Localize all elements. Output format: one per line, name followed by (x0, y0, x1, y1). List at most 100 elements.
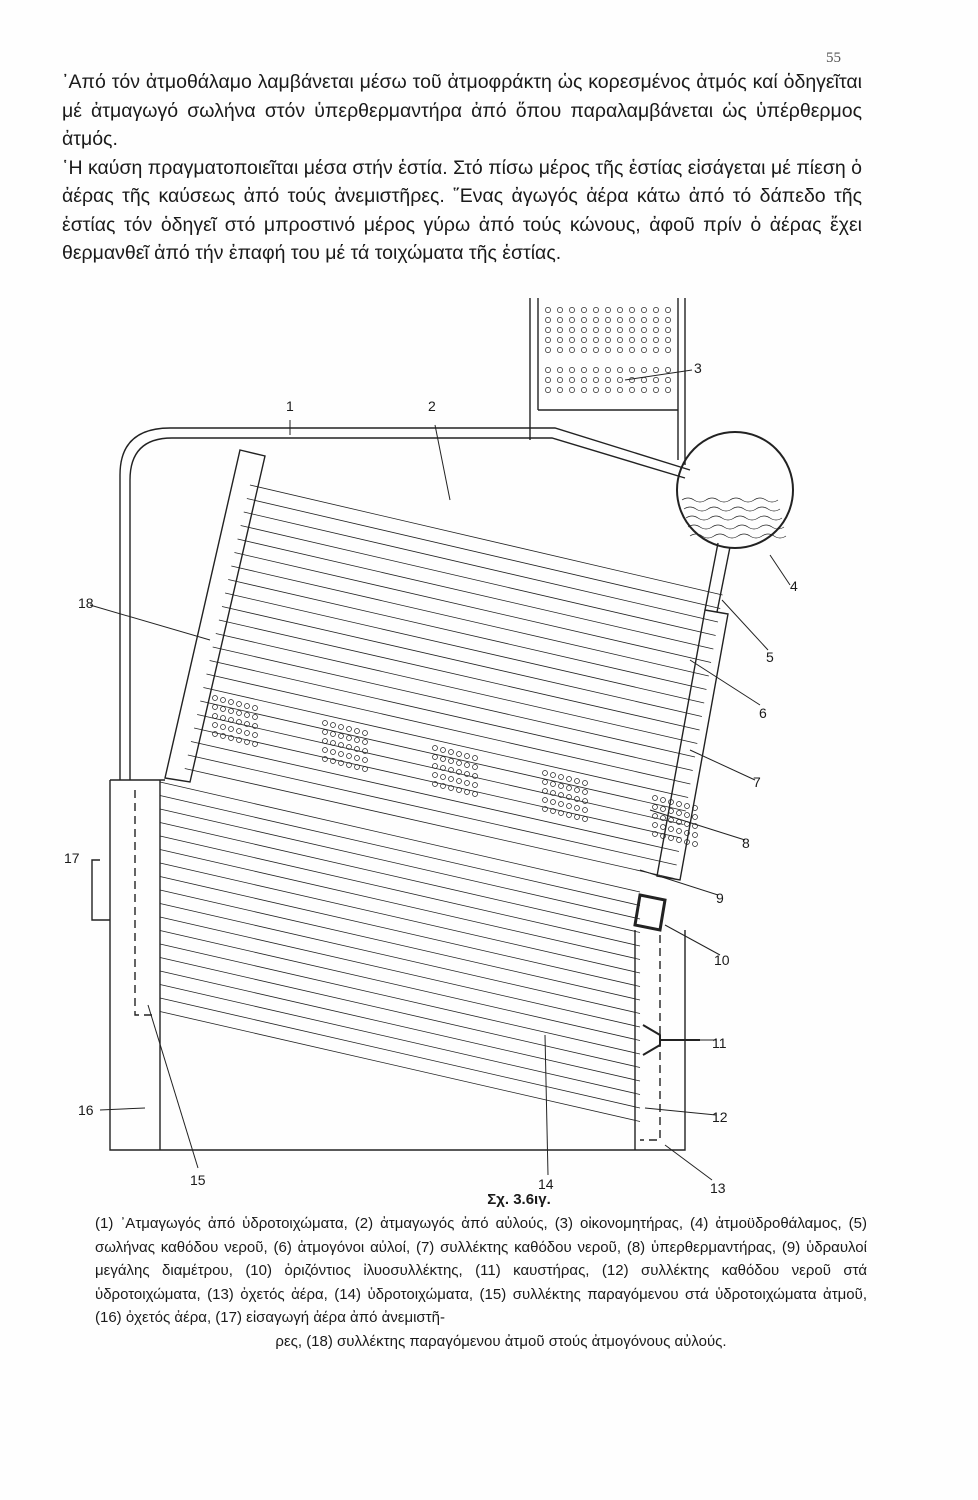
superheater-tube (362, 757, 368, 763)
tube-line (159, 835, 641, 947)
superheater-tube (566, 803, 572, 809)
economizer-tube (617, 377, 623, 383)
figure-title: Σχ. 3.6ιγ. (487, 1191, 551, 1208)
superheater-tube (574, 805, 580, 811)
economizer-tube (545, 347, 551, 353)
water-level (689, 533, 787, 539)
economizer-tube (605, 367, 611, 373)
superheater-tube (660, 824, 666, 830)
economizer-tube (617, 317, 623, 323)
superheater-tube (574, 787, 580, 793)
economizer-tube (557, 387, 563, 393)
header-18 (164, 449, 266, 783)
tube-line (159, 876, 641, 987)
superheater-tube (354, 737, 360, 743)
superheater-tube (432, 781, 438, 787)
superheater-tube (558, 774, 564, 780)
superheater-tube (582, 798, 588, 804)
superheater-tube (684, 839, 690, 845)
economizer-tube (665, 327, 671, 333)
superheater-tube (244, 703, 250, 709)
economizer-tube (593, 337, 599, 343)
superheater-tube (330, 731, 336, 737)
superheater-tube (228, 735, 234, 741)
economizer-tube (581, 367, 587, 373)
superheater-tube (362, 739, 368, 745)
economizer-tube (629, 377, 635, 383)
superheater-tube (330, 749, 336, 755)
economizer-tube (605, 317, 611, 323)
economizer-tube (557, 327, 563, 333)
page-number: 55 (826, 50, 841, 66)
economizer-tube (665, 367, 671, 373)
superheater-tube (684, 812, 690, 818)
superheater-tube (574, 778, 580, 784)
label-15: 15 (190, 1172, 206, 1188)
tube-line (159, 930, 641, 1041)
tube-line (197, 714, 684, 825)
economizer (529, 298, 686, 465)
superheater-tube (472, 791, 478, 797)
superheater-tube (354, 746, 360, 752)
superheater-tube (692, 823, 698, 829)
superheater-tube (472, 755, 478, 761)
superheater-tube (252, 741, 258, 747)
economizer-tube (593, 387, 599, 393)
tube-line (200, 700, 686, 812)
superheater-tube (660, 833, 666, 839)
label-10: 10 (714, 952, 730, 968)
economizer-tube (665, 377, 671, 383)
downcomer (704, 542, 731, 613)
economizer-tube (617, 337, 623, 343)
superheater-tube (244, 712, 250, 718)
superheater-tube (582, 807, 588, 813)
economizer-tube (569, 317, 575, 323)
economizer-tube (617, 327, 623, 333)
label-3: 3 (694, 360, 702, 376)
superheater-tube (550, 799, 556, 805)
economizer-tube (545, 327, 551, 333)
tube-line (206, 673, 691, 785)
tube-line (159, 916, 641, 1028)
economizer-tube (581, 387, 587, 393)
label-1: 1 (286, 398, 294, 414)
tube-line (190, 741, 680, 852)
header-7 (656, 609, 729, 881)
superheater-tube (448, 785, 454, 791)
furnace-walls (109, 779, 686, 1151)
steam-drum (676, 431, 794, 549)
economizer-tube (593, 317, 599, 323)
economizer-tube (641, 347, 647, 353)
superheater-tube (558, 783, 564, 789)
economizer-tube (593, 347, 599, 353)
label-9: 9 (716, 890, 724, 906)
superheater-tube (668, 808, 674, 814)
superheater-tube (582, 789, 588, 795)
economizer-tube (569, 327, 575, 333)
superheater-tube (322, 756, 328, 762)
tube-line (246, 498, 721, 609)
tube-line (221, 606, 702, 717)
economizer-tube (641, 307, 647, 313)
superheater-tube (432, 754, 438, 760)
tube-line (159, 1011, 641, 1122)
superheater-tube (582, 780, 588, 786)
tube-line (159, 970, 641, 1082)
economizer-tube (605, 377, 611, 383)
economizer-tube (605, 327, 611, 333)
caption-text: (1) ᾿Ατμαγωγός ἀπό ὑδροτοιχώματα, (2) ἀτ… (95, 1215, 867, 1326)
superheater-tube (362, 766, 368, 772)
superheater-tube (330, 740, 336, 746)
economizer-tube (581, 317, 587, 323)
superheater-tube (652, 804, 658, 810)
tube-line (240, 525, 716, 636)
superheater-tube (252, 732, 258, 738)
superheater-tube (244, 730, 250, 736)
superheater-tube (236, 701, 242, 707)
economizer-tube (557, 317, 563, 323)
label-13: 13 (710, 1180, 726, 1196)
superheater-tube (228, 708, 234, 714)
economizer-tube (545, 367, 551, 373)
superheater-tube (432, 772, 438, 778)
superheater-tube (432, 745, 438, 751)
